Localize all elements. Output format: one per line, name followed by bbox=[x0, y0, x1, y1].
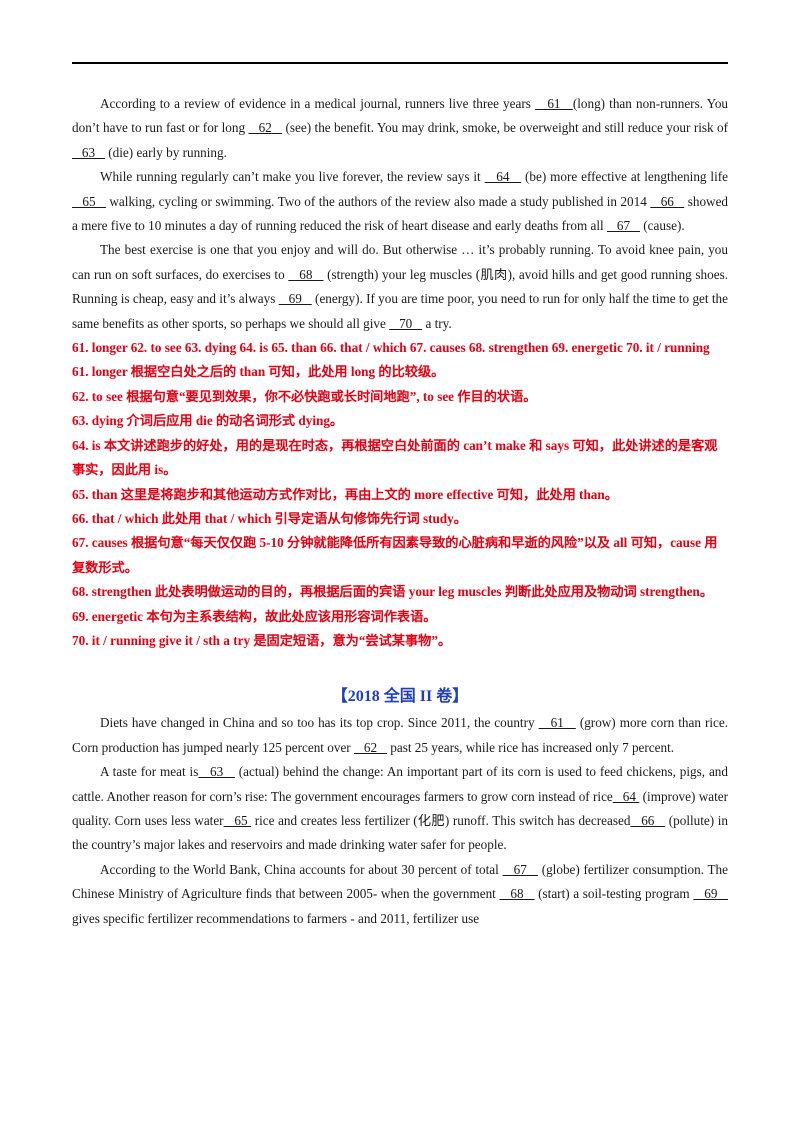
blank-62: 62 bbox=[354, 739, 387, 755]
answer-summary: 61. longer 62. to see 63. dying 64. is 6… bbox=[72, 340, 710, 356]
text-run: (see) the benefit. You may drink, smoke,… bbox=[282, 120, 729, 136]
answer-69: 69. energetic 本句为主系表结构，故此处应该用形容词作表语。 bbox=[72, 608, 437, 624]
text-run: (energy). If you are time poor, you need… bbox=[72, 291, 728, 331]
text-run: (strength) your leg muscles (肌肉), avoid … bbox=[72, 266, 729, 307]
text-run: rice and creates less fertilizer (化肥) ru… bbox=[251, 812, 631, 828]
answer-61: 61. longer 根据空白处之后的 than 可知，此处用 long 的比较… bbox=[72, 364, 445, 380]
text-run: According to the World Bank, China accou… bbox=[100, 861, 503, 877]
blank-62: 62 bbox=[248, 120, 283, 136]
text-run: (grow) more corn than rice. Corn product… bbox=[72, 715, 729, 755]
passage2-paragraph3: According to the World Bank, China accou… bbox=[72, 858, 728, 931]
blank-61: 61 bbox=[538, 715, 576, 731]
text-run: a try. bbox=[422, 315, 452, 331]
blank-69: 69 bbox=[278, 291, 312, 307]
blank-64: 64 bbox=[484, 169, 522, 185]
answer-64: 64. is 本文讲述跑步的好处，用的是现在时态，再根据空白处前面的 can’t… bbox=[72, 437, 718, 478]
text-run: (globe) fertilizer consumption. The Chin… bbox=[72, 861, 728, 902]
header-rule bbox=[72, 62, 728, 64]
passage2-paragraph2: A taste for meat is 63 (actual) behind t… bbox=[72, 760, 728, 858]
answer-66: 66. that / which 此处用 that / which 引导定语从句… bbox=[72, 510, 467, 526]
text-run: While running regularly can’t make you l… bbox=[100, 169, 485, 185]
text-run: gives specific fertilizer recommendation… bbox=[72, 910, 480, 926]
blank-64: 64 bbox=[612, 788, 640, 804]
answer-68: 68. strengthen 此处表明做运动的目的，再根据后面的宾语 your … bbox=[72, 584, 714, 600]
passage1-paragraph3: The best exercise is one that you enjoy … bbox=[72, 238, 728, 336]
text-run: walking, cycling or swimming. Two of the… bbox=[105, 193, 651, 209]
text-run: Diets have changed in China and so too h… bbox=[100, 715, 539, 731]
document-body: According to a review of evidence in a m… bbox=[72, 92, 728, 931]
blank-63: 63 bbox=[72, 144, 105, 160]
section-title: 【2018 全国 II 卷】 bbox=[331, 688, 469, 706]
blank-65: 65 bbox=[223, 812, 252, 828]
blank-69: 69 bbox=[693, 886, 728, 902]
answer-70: 70. it / running give it / sth a try 是固定… bbox=[72, 632, 452, 648]
text-run: (pollute) in the country’s major lakes a… bbox=[72, 812, 729, 853]
answer-key: 61. longer 62. to see 63. dying 64. is 6… bbox=[72, 336, 728, 653]
answer-63: 63. dying 介词后应用 die 的动名词形式 dying。 bbox=[72, 413, 344, 429]
blank-63: 63 bbox=[198, 764, 235, 780]
text-run: (long) than non-runners. You don’t have … bbox=[72, 96, 729, 136]
blank-65: 65 bbox=[72, 193, 106, 209]
text-run: (improve) water quality. Corn uses less … bbox=[72, 788, 728, 828]
blank-66: 66 bbox=[650, 193, 685, 209]
passage2-paragraph1: Diets have changed in China and so too h… bbox=[72, 711, 728, 760]
answer-67: 67. causes 根据句意“每天仅仅跑 5-10 分钟就能降低所有因素导致的… bbox=[72, 535, 718, 575]
text-run: (start) a soil-testing program bbox=[534, 886, 694, 902]
blank-68: 68 bbox=[288, 266, 324, 282]
passage1-paragraph1: According to a review of evidence in a m… bbox=[72, 92, 728, 165]
blank-70: 70 bbox=[389, 315, 423, 331]
text-run: The best exercise is one that you enjoy … bbox=[72, 242, 728, 282]
passage1-paragraph2: While running regularly can’t make you l… bbox=[72, 165, 728, 238]
blank-67: 67 bbox=[607, 218, 640, 234]
blank-61: 61 bbox=[535, 96, 573, 111]
text-run: (be) more effective at lengthening life bbox=[521, 169, 728, 185]
text-run: A taste for meat is bbox=[100, 764, 199, 780]
text-run: (actual) behind the change: An important… bbox=[72, 764, 728, 804]
text-run: (cause). bbox=[639, 218, 685, 234]
answer-65: 65. than 这里是将跑步和其他运动方式作对比，再由上文的 more eff… bbox=[72, 486, 618, 502]
text-run: (die) early by running. bbox=[104, 144, 227, 160]
text-run: According to a review of evidence in a m… bbox=[100, 96, 535, 111]
blank-68: 68 bbox=[499, 886, 535, 902]
blank-66: 66 bbox=[630, 812, 666, 828]
answer-62: 62. to see 根据句意“要见到效果，你不必快跑或长时间地跑”, to s… bbox=[72, 388, 537, 404]
blank-67: 67 bbox=[502, 861, 538, 877]
text-run: past 25 years, while rice has increased … bbox=[386, 739, 675, 755]
text-run: showed a mere five to 10 minutes a day o… bbox=[72, 193, 729, 234]
